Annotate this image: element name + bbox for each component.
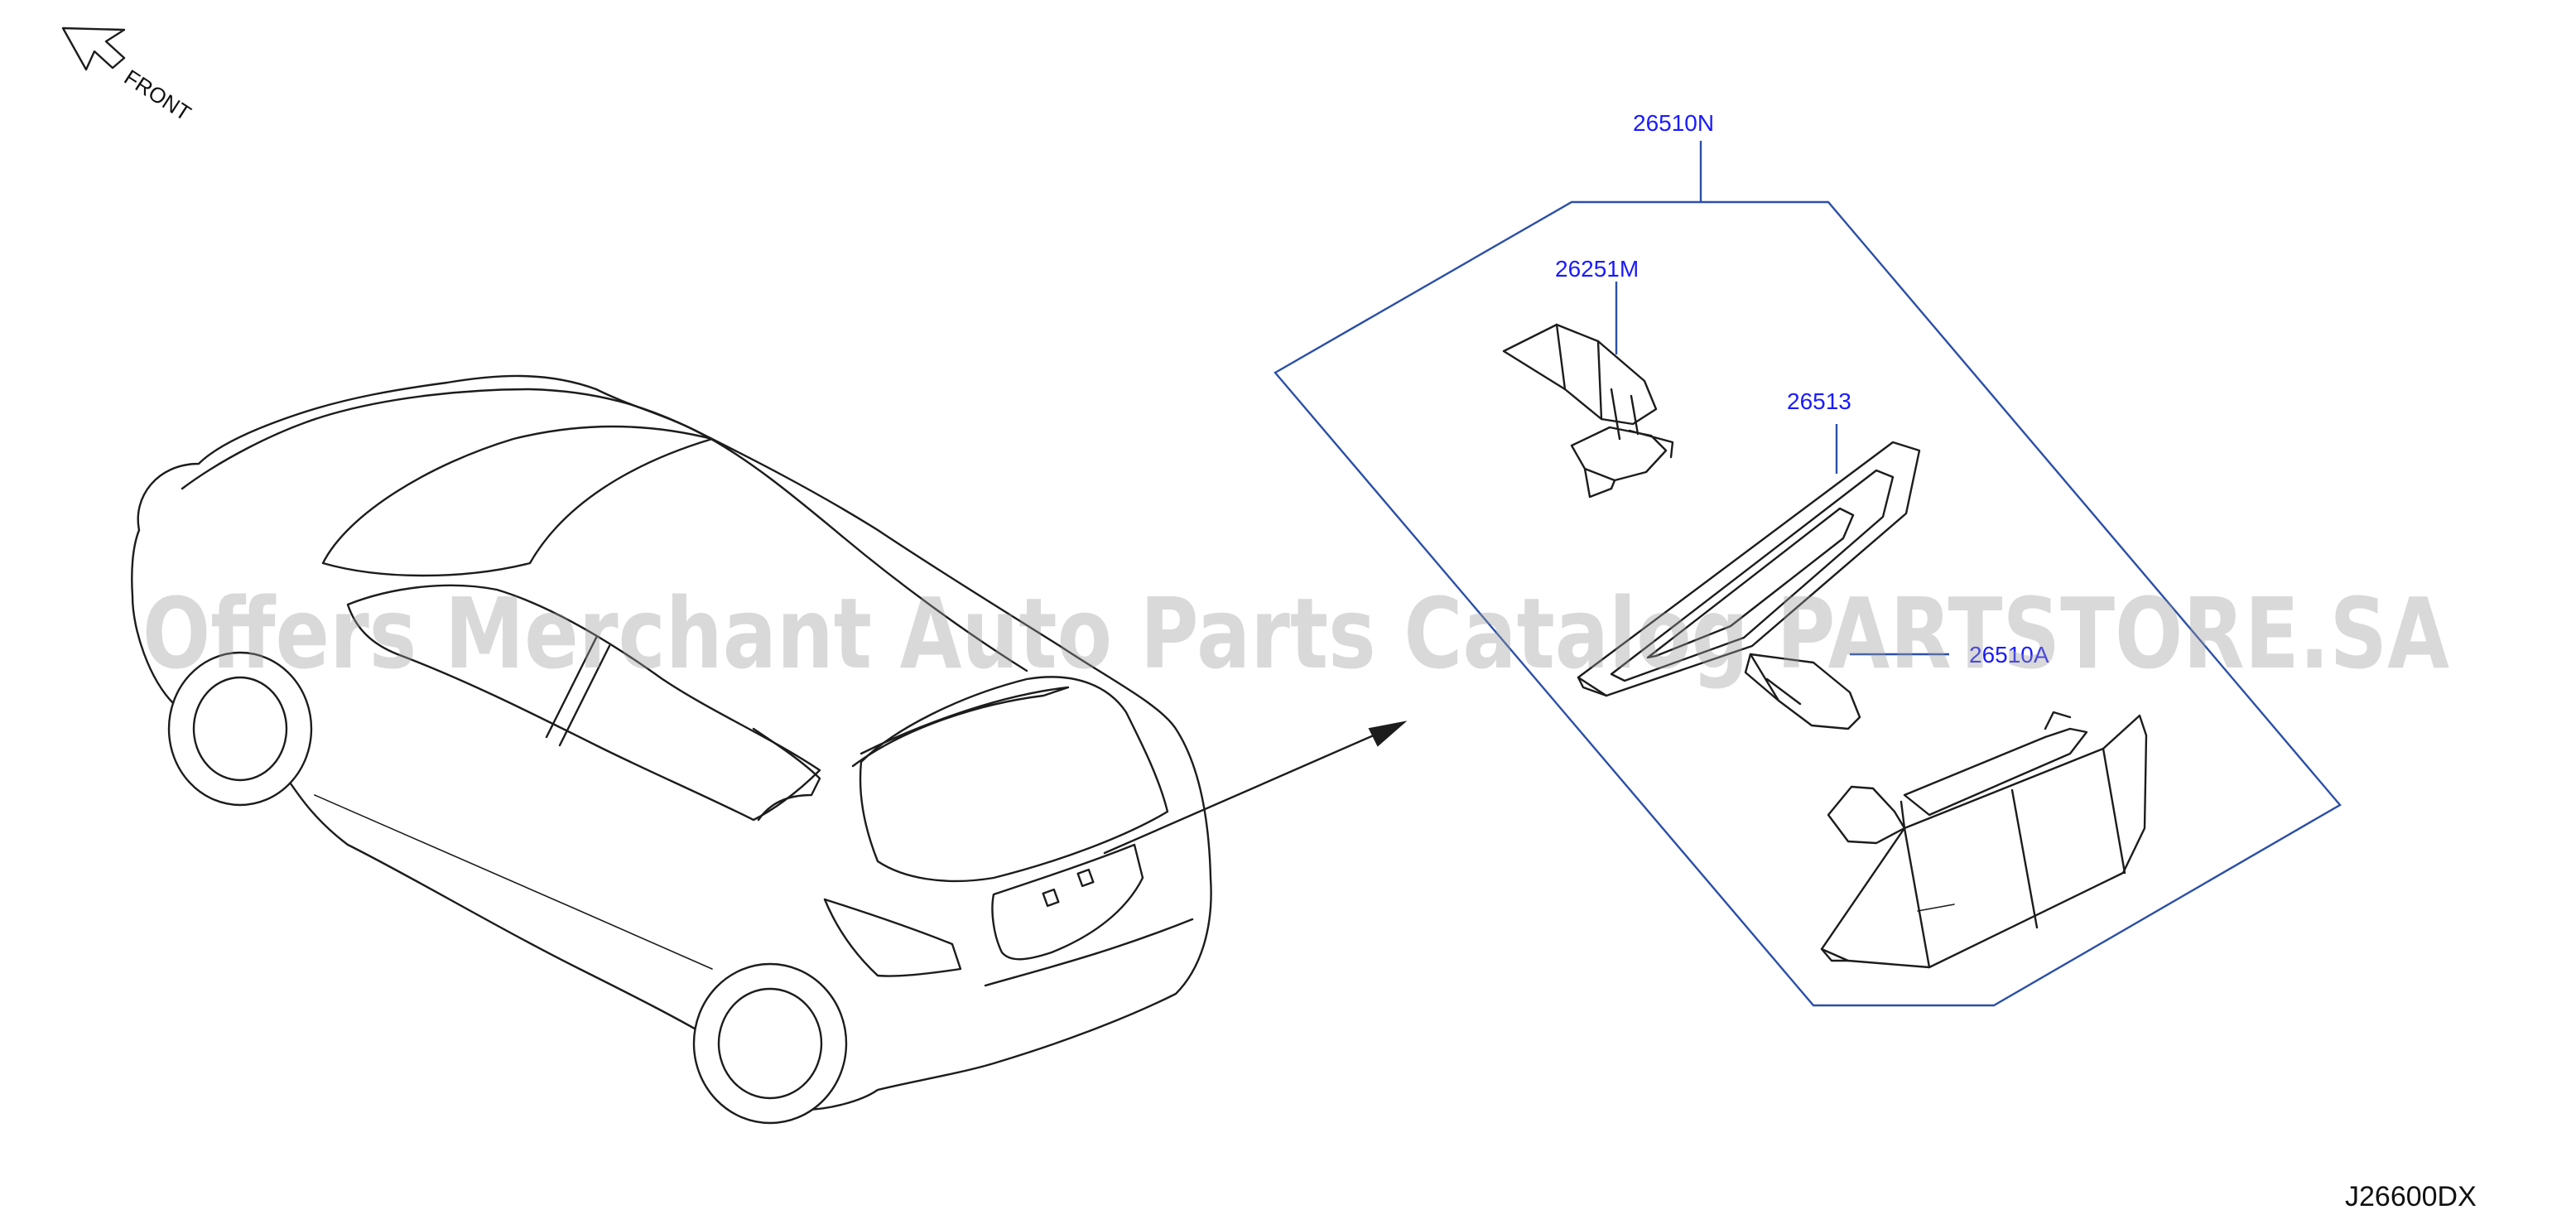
callout-bulb: 26510A [1969, 642, 2049, 668]
vehicle-roof [181, 388, 1028, 672]
vehicle-rear-wheel [692, 962, 848, 1125]
vehicle-rear-spoiler [851, 686, 1070, 768]
callout-lens: 26513 [1787, 388, 1851, 414]
pointer-arrowhead-icon [1368, 721, 1408, 747]
front-arrow-icon [61, 27, 126, 71]
license-lamp-left [1042, 888, 1060, 908]
callout-assembly: 26510N [1633, 110, 1714, 136]
watermark: Offers Merchant Auto Parts Catalog PARTS… [142, 576, 2449, 691]
front-label: FRONT [120, 65, 196, 126]
vehicle-body-crease [314, 794, 713, 970]
part-bulb [1744, 653, 1861, 730]
part-lens [1577, 441, 1921, 697]
vehicle-taillight [823, 898, 962, 977]
part-housing [1820, 711, 2148, 969]
assembly-group: 26510N 26251M 26513 26510A [1274, 110, 2342, 1007]
vehicle-rear-bumper [984, 918, 1194, 987]
license-plate-area [991, 843, 1144, 961]
vehicle-quarter-window [752, 727, 821, 822]
callout-socket: 26251M [1555, 256, 1639, 282]
vehicle-body [131, 374, 1212, 1111]
vehicle-rear-hatch [859, 676, 1169, 883]
vehicle-side-window [346, 584, 821, 822]
front-orientation-indicator: FRONT [61, 27, 196, 126]
vehicle-outline [131, 374, 1212, 1125]
vehicle-window-pillar [545, 636, 611, 747]
drawing-code: J26600DX [2345, 1181, 2477, 1212]
part-socket [1502, 323, 1674, 499]
vehicle-roof-panel [321, 425, 714, 577]
vehicle-front-wheel [167, 651, 313, 807]
assembly-boundary [1274, 200, 2342, 1007]
license-lamp-right [1076, 868, 1095, 888]
pointer-arrow [1103, 721, 1408, 855]
